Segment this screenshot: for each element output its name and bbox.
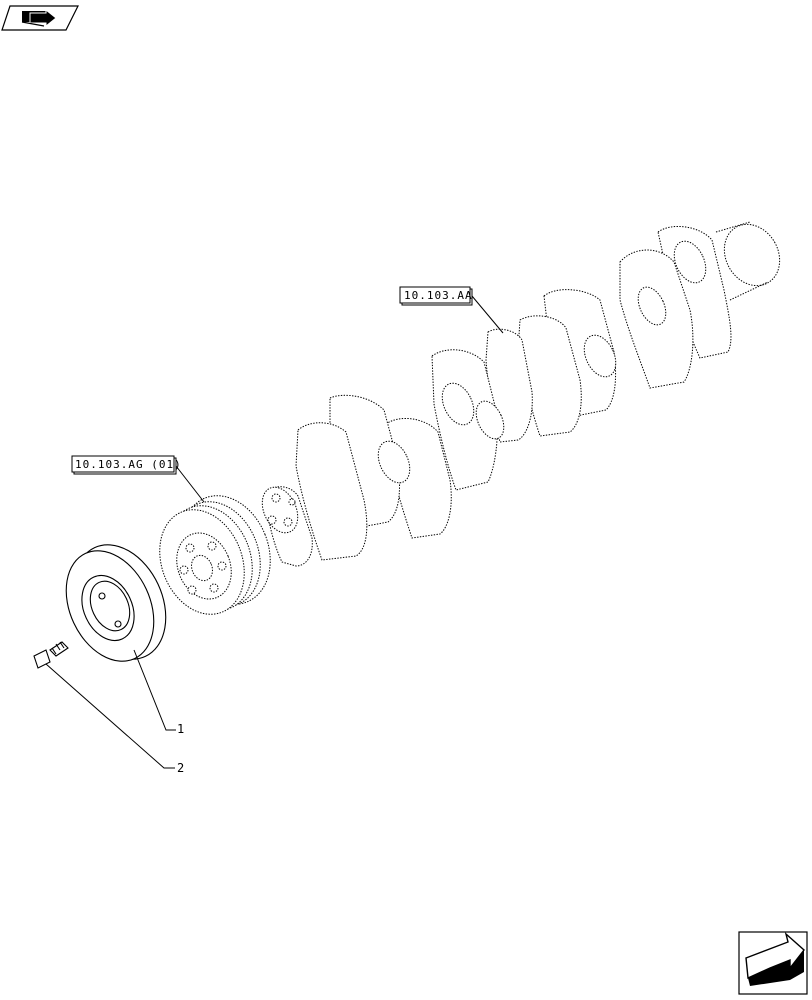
crankshaft-reference-label: 10.103.AA	[404, 289, 473, 302]
pulley	[159, 495, 271, 615]
item-1-leader	[133, 649, 176, 731]
book-with-arrow-icon[interactable]	[1, 5, 79, 31]
pulley-reference-label: 10.103.AG (01)	[75, 458, 182, 471]
item-2-callout: 2	[177, 761, 184, 775]
crankshaft-reference[interactable]: 10.103.AA	[399, 286, 473, 306]
crankshaft	[261, 221, 781, 567]
pulley-leader	[175, 465, 205, 503]
item-2-leader	[45, 663, 175, 769]
next-page-arrow-icon[interactable]	[738, 931, 808, 995]
crankshaft-leader	[471, 295, 504, 334]
pulley-reference[interactable]: 10.103.AG (01)	[71, 455, 182, 475]
bolt	[33, 641, 69, 669]
item-1-callout: 1	[177, 722, 184, 736]
damper	[65, 544, 167, 662]
